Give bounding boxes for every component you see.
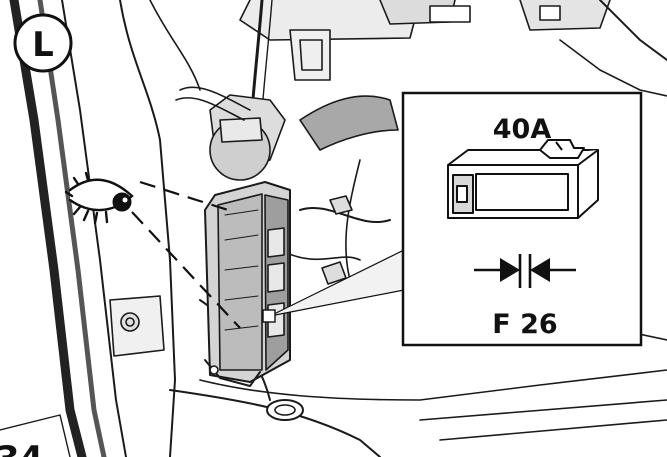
fuse-callout: 40A F 26 xyxy=(401,91,643,347)
fuse-id-label: F 26 xyxy=(492,309,557,340)
page-number: 34 xyxy=(0,439,43,457)
sight-lines xyxy=(131,180,241,329)
side-marker: L xyxy=(13,13,73,73)
fuse-amperage-label: 40A xyxy=(493,114,552,145)
side-marker-label: L xyxy=(32,25,54,65)
pinch-arrows-icon xyxy=(474,254,576,288)
fuse-icon xyxy=(447,139,599,219)
eye-icon xyxy=(64,171,134,225)
